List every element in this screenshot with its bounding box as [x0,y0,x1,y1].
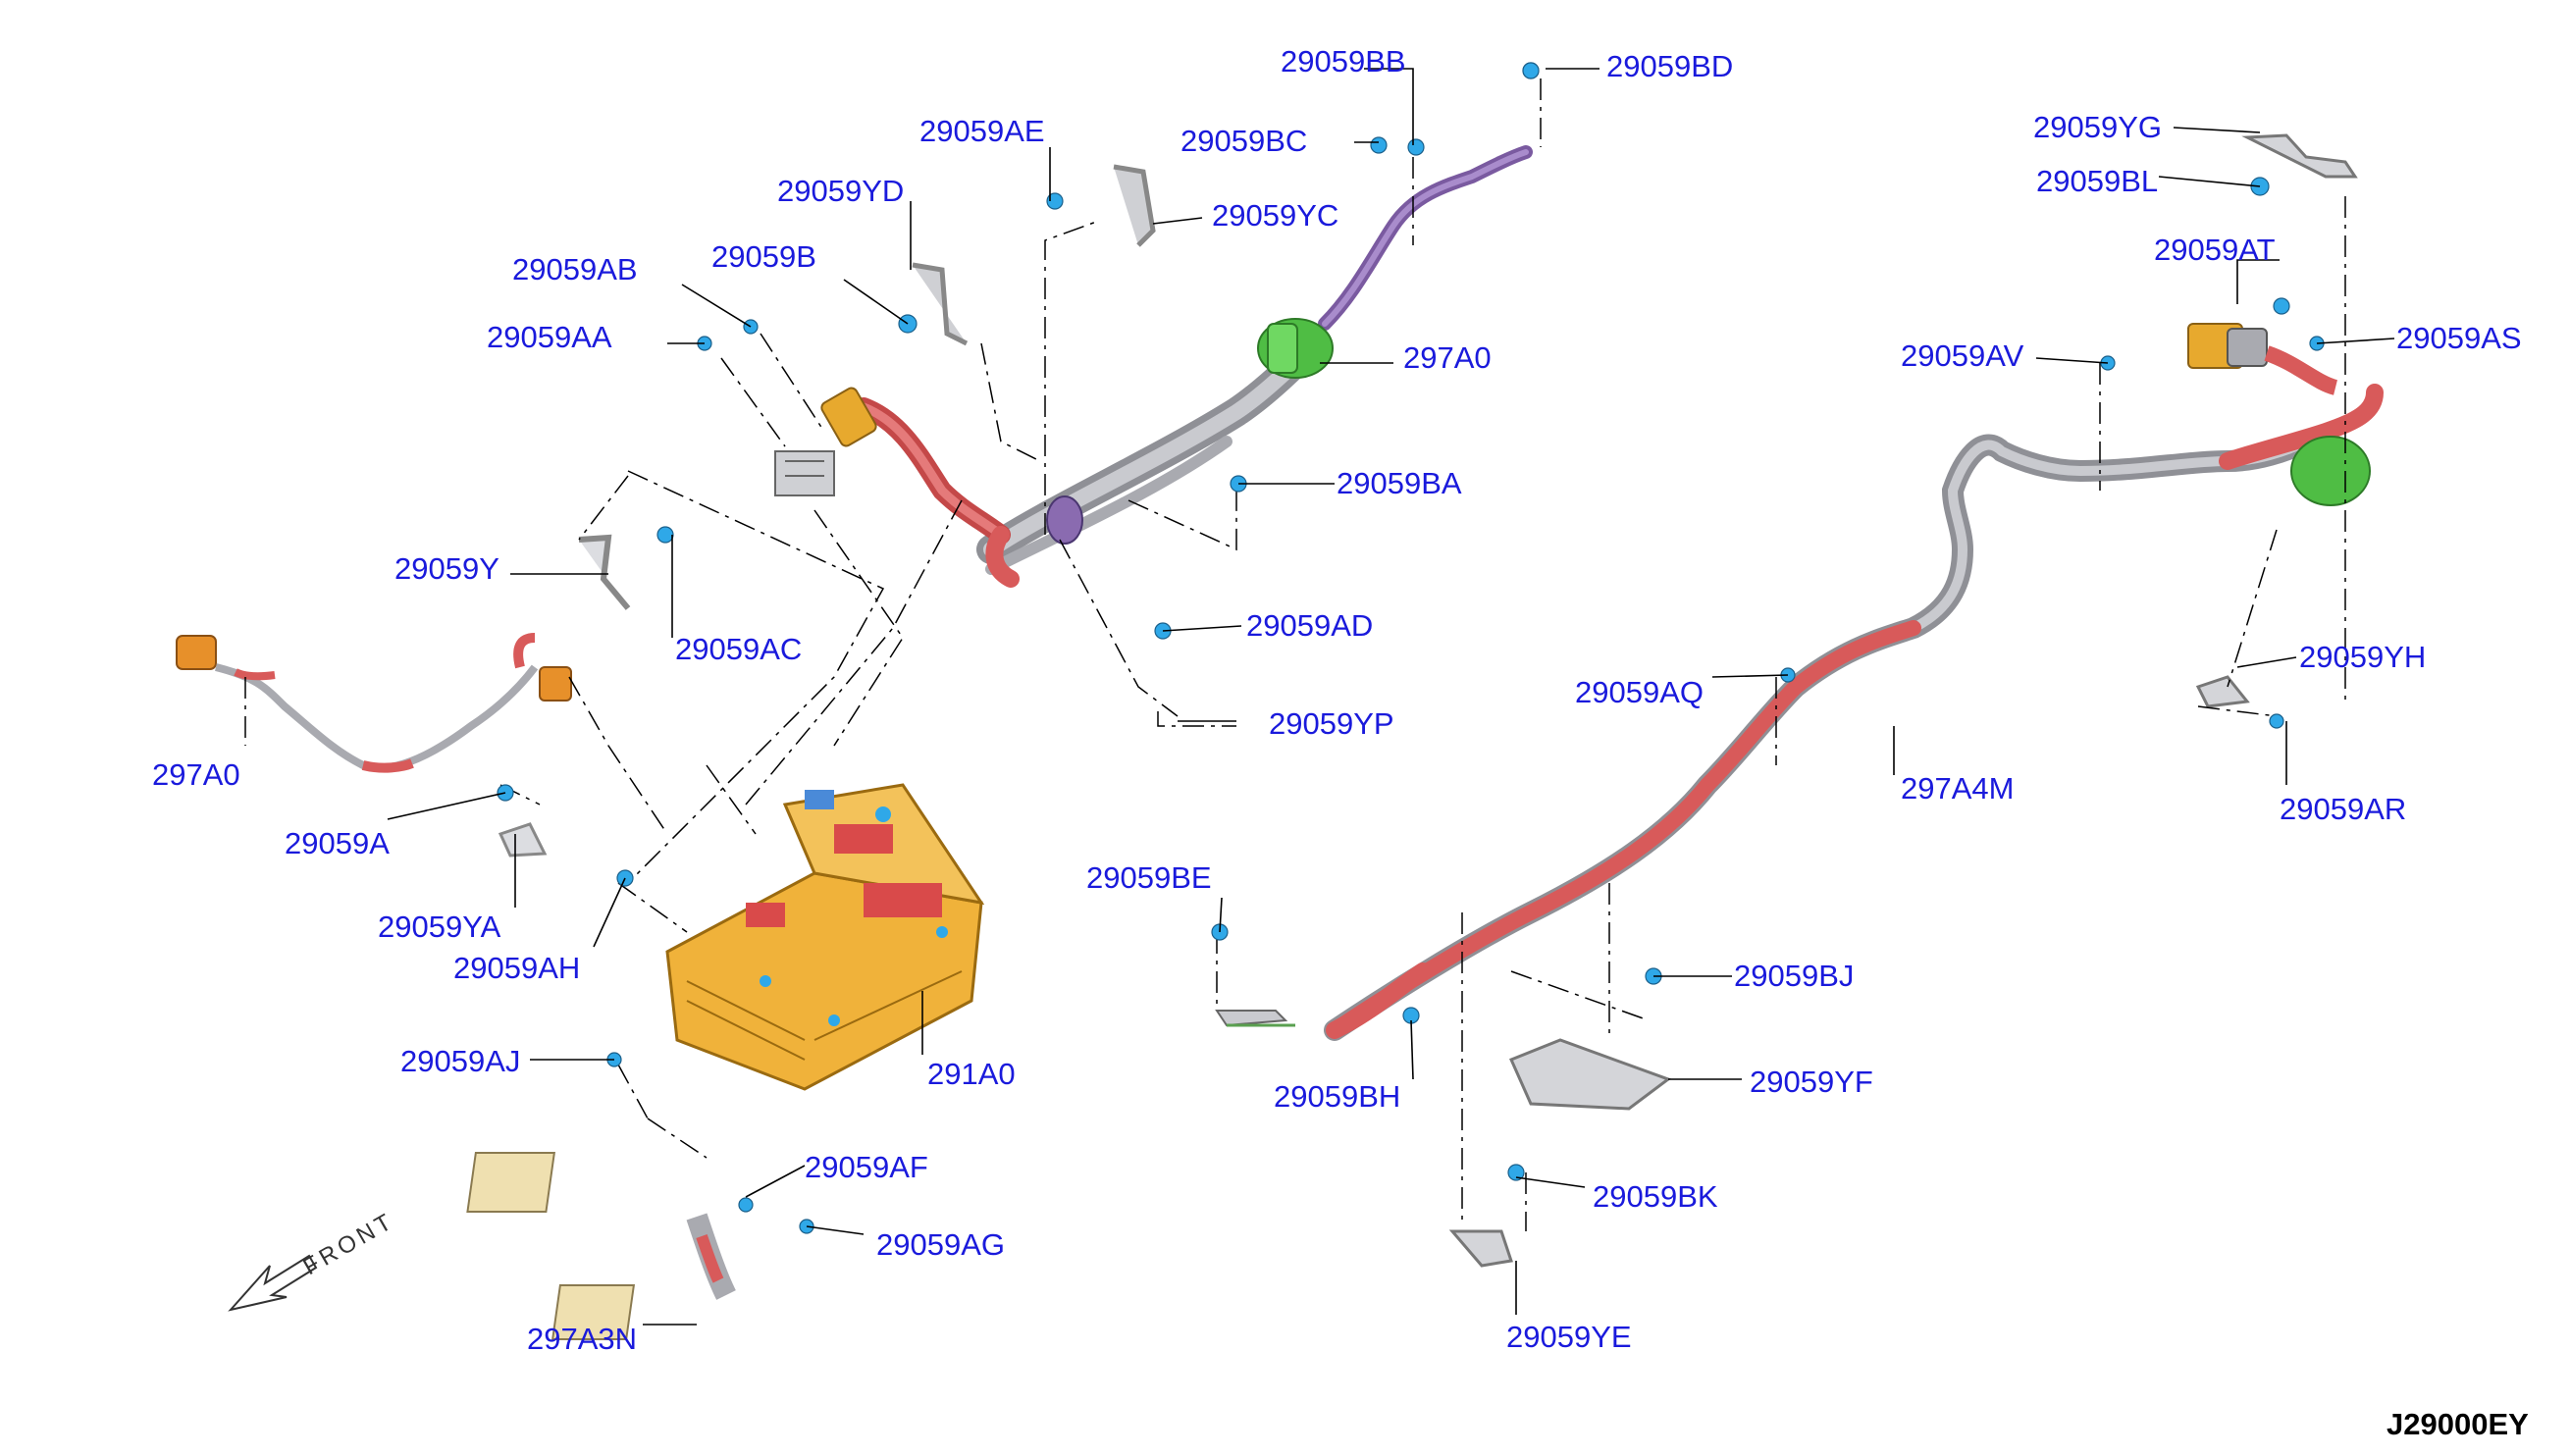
label-29059Y[interactable]: 29059Y [394,551,499,586]
leader-lines [387,68,2395,1326]
bracket-29059yd [912,262,969,346]
label-29059YA[interactable]: 29059YA [378,910,501,944]
bracket-29059yg [2241,133,2358,179]
label-29059YF[interactable]: 29059YF [1750,1065,1873,1099]
front-arrow-icon [228,1254,318,1312]
bracket-29059ye [1448,1229,1513,1268]
label-29059BB[interactable]: 29059BB [1281,44,1406,78]
label-29059YD[interactable]: 29059YD [777,174,904,208]
bracket-29059yc [1113,164,1156,247]
fasteners [497,62,2325,1234]
label-29059AT[interactable]: 29059AT [2154,233,2276,267]
label-297A0[interactable]: 297A0 [1403,340,1492,375]
label-291A0[interactable]: 291A0 [927,1057,1016,1091]
diagram-code: J29000EY [2386,1407,2529,1441]
label-29059AE[interactable]: 29059AE [919,114,1045,148]
bracket-29059y [578,534,631,610]
purple-cable [1318,145,1533,331]
label-29059YH[interactable]: 29059YH [2299,640,2426,674]
label-29059AF[interactable]: 29059AF [805,1150,928,1184]
main-harness-conduit [976,329,1330,575]
inverter-291a0 [665,783,985,1091]
label-29059AR[interactable]: 29059AR [2280,792,2406,826]
label-29059BJ[interactable]: 29059BJ [1734,959,1854,993]
label-29059AB[interactable]: 29059AB [512,252,638,286]
label-29059BL[interactable]: 29059BL [2036,164,2158,198]
label-29059YP[interactable]: 29059YP [1269,706,1394,741]
label-297A3N[interactable]: 297A3N [527,1322,637,1356]
green-clamp-297a0 [1257,318,1334,379]
label-29059BD[interactable]: 29059BD [1606,49,1733,83]
label-29059BE[interactable]: 29059BE [1086,860,1212,895]
bracket-29059yf [1508,1038,1672,1111]
label-29059BH[interactable]: 29059BH [1274,1079,1400,1114]
bracket-29059yh [2195,675,2250,708]
part-labels: 29059BB 29059BD 29059AE 29059BC 29059YD … [152,44,2522,1356]
label-29059BA[interactable]: 29059BA [1337,466,1462,500]
label-29059AQ[interactable]: 29059AQ [1575,675,1704,709]
left-harness-297a0 [176,633,572,773]
label-297A0-left[interactable]: 297A0 [152,757,240,792]
label-29059AJ[interactable]: 29059AJ [400,1044,520,1078]
label-29059YC[interactable]: 29059YC [1212,198,1338,233]
long-conduit-297a4m [1324,323,2384,1041]
connector-297a3n [466,1152,736,1340]
label-29059BC[interactable]: 29059BC [1180,124,1307,158]
label-29059AV[interactable]: 29059AV [1901,338,2024,373]
front-label: FRONT [299,1207,399,1280]
label-29059AS[interactable]: 29059AS [2396,321,2522,355]
front-direction-indicator: FRONT [228,1207,399,1312]
label-29059YE[interactable]: 29059YE [1506,1320,1632,1354]
bracket-29059ya [498,822,548,858]
label-29059AA[interactable]: 29059AA [487,320,612,354]
label-29059AH[interactable]: 29059AH [453,951,580,985]
label-29059B[interactable]: 29059B [711,239,816,274]
label-297A4M[interactable]: 297A4M [1901,771,2014,806]
connector-block-29059ab [774,450,835,496]
label-29059A[interactable]: 29059A [285,826,390,860]
label-29059AG[interactable]: 29059AG [876,1227,1005,1262]
end-connector-29059be [1215,1010,1295,1027]
orange-connector-cable [820,387,1083,588]
label-29059AC[interactable]: 29059AC [675,632,802,666]
label-29059AD[interactable]: 29059AD [1246,608,1373,643]
label-29059BK[interactable]: 29059BK [1593,1179,1718,1214]
label-29059YG[interactable]: 29059YG [2033,110,2162,144]
